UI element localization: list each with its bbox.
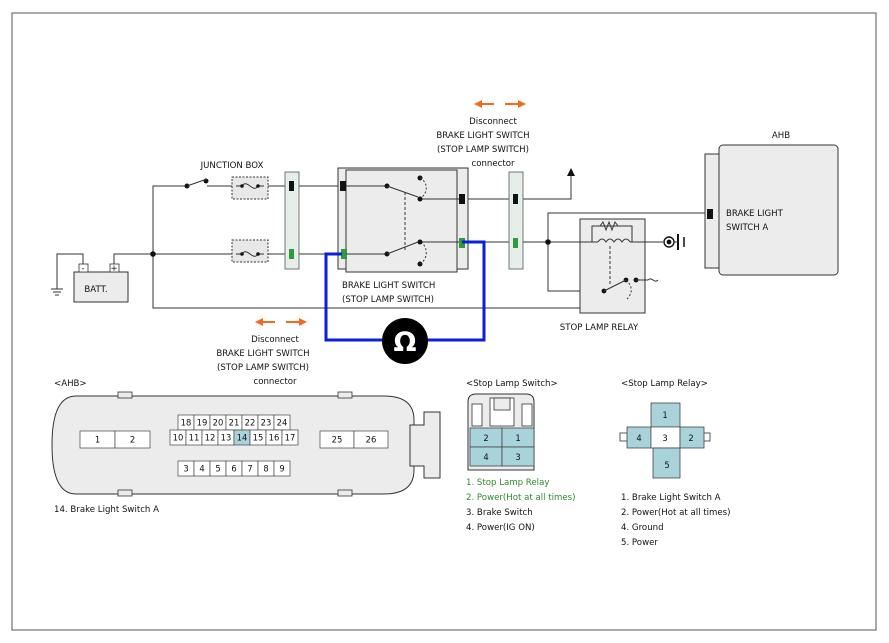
ahb-pin-8: 8 (263, 464, 268, 474)
ahb-pin-cell (114, 430, 151, 449)
disconnect-bottom-line2: BRAKE LIGHT SWITCH (216, 349, 309, 359)
battery-minus: - (81, 263, 84, 273)
ahb-pin-5: 5 (215, 464, 220, 474)
fuse-2 (231, 239, 269, 263)
disconnect-bottom-line4: connector (253, 377, 297, 387)
ahb-pin-label-2: SWITCH A (726, 223, 768, 233)
ahb-pin-9: 9 (279, 464, 284, 474)
ahb-pin-11: 11 (189, 433, 200, 443)
disconnect-top-line2: BRAKE LIGHT SWITCH (436, 131, 529, 141)
connector-junction (284, 171, 300, 270)
ohmmeter-icon (382, 318, 428, 364)
ahb-pin-1: 1 (95, 435, 100, 445)
connector-switch-out (508, 171, 524, 270)
ohm-symbol: Ω (394, 327, 417, 358)
switch-legend-4: 4. Power(IG ON) (466, 523, 535, 533)
arrow-up-icon (567, 168, 575, 176)
ahb-pin-cell (353, 430, 389, 449)
ahb-pin-17: 17 (285, 433, 296, 443)
splice-dot (150, 251, 156, 257)
relay-pin-3: 3 (662, 433, 667, 443)
brake-light-switch (337, 167, 469, 273)
disconnect-top-line4: connector (471, 159, 515, 169)
ahb-connector-title: <AHB> (54, 379, 87, 389)
ahb-pin-cell (273, 460, 291, 477)
ahb-pin-10: 10 (173, 433, 184, 443)
ahb-pin-25: 25 (332, 435, 343, 445)
switch-legend-3: 3. Brake Switch (466, 508, 533, 518)
switch-label-2: (STOP LAMP SWITCH) (342, 295, 434, 305)
battery-plus: + (110, 263, 117, 273)
ahb-pin-26: 26 (366, 435, 377, 445)
relay-legend-1: 1. Brake Light Switch A (621, 493, 721, 503)
junction-box-switch (184, 178, 209, 189)
switch-legend-1: 1. Stop Lamp Relay (466, 478, 549, 488)
ahb-pin-22: 22 (245, 418, 256, 428)
switch-pin-2: 2 (483, 433, 488, 443)
ahb-pin-21: 21 (229, 418, 240, 428)
ahb-module (704, 144, 839, 276)
ahb-pin-15: 15 (253, 433, 264, 443)
lamp-icon (663, 234, 685, 250)
ahb-pin-14: 14 (237, 433, 248, 443)
ahb-pin-12: 12 (205, 433, 216, 443)
switch-label-1: BRAKE LIGHT SWITCH (342, 281, 435, 291)
splice-dot (545, 239, 551, 245)
ground-icon (51, 253, 84, 296)
ahb-pin-19: 19 (197, 418, 208, 428)
switch-pin-3: 3 (515, 452, 520, 462)
relay-pin-5: 5 (664, 460, 669, 470)
ahb-pin-18: 18 (181, 418, 192, 428)
ahb-legend-item: 14. Brake Light Switch A (54, 505, 159, 515)
junction-box-label: JUNCTION BOX (200, 161, 264, 171)
ahb-pin-7: 7 (247, 464, 252, 474)
ahb-pin-6: 6 (231, 464, 236, 474)
disconnect-top-line1: Disconnect (469, 117, 517, 127)
stop-lamp-switch-connector (467, 393, 535, 471)
relay-legend-5: 5. Power (621, 538, 658, 548)
relay-pin-4: 4 (636, 433, 641, 443)
disconnect-bottom-line3: (STOP LAMP SWITCH) (217, 363, 309, 373)
stop-lamp-relay (579, 218, 659, 314)
disconnect-bottom-line1: Disconnect (251, 335, 299, 345)
ahb-pin-label: BRAKE LIGHT (726, 209, 784, 219)
ahb-pin-cell (281, 429, 299, 446)
battery: - + BATT. (73, 263, 129, 303)
relay-legend-4: 4. Ground (621, 523, 664, 533)
ahb-pin-16: 16 (269, 433, 280, 443)
switch-pin-1: 1 (515, 433, 520, 443)
disconnect-top-line3: (STOP LAMP SWITCH) (437, 145, 529, 155)
ahb-pin-23: 23 (261, 418, 272, 428)
ahb-pin-24: 24 (277, 418, 288, 428)
ahb-pin-3: 3 (183, 464, 188, 474)
battery-label: BATT. (84, 285, 107, 295)
disconnect-arrow-bottom (255, 318, 307, 326)
ahb-pin-2: 2 (130, 435, 135, 445)
ahb-label: AHB (772, 131, 790, 141)
disconnect-arrow-top (474, 100, 526, 108)
relay-label: STOP LAMP RELAY (560, 323, 639, 333)
ahb-pin-13: 13 (221, 433, 232, 443)
relay-legend-2: 2. Power(Hot at all times) (621, 508, 730, 518)
stop-lamp-switch-title: <Stop Lamp Switch> (466, 379, 558, 389)
switch-legend-2: 2. Power(Hot at all times) (466, 493, 575, 503)
switch-pin-4: 4 (483, 452, 488, 462)
fuse-1 (231, 176, 269, 200)
ahb-pin-20: 20 (213, 418, 224, 428)
ahb-pin-4: 4 (199, 464, 204, 474)
relay-pin-2: 2 (688, 433, 693, 443)
stop-lamp-relay-connector (619, 402, 711, 479)
frame (11, 12, 877, 631)
relay-pin-1: 1 (662, 410, 667, 420)
stop-lamp-relay-title: <Stop Lamp Relay> (621, 379, 708, 389)
